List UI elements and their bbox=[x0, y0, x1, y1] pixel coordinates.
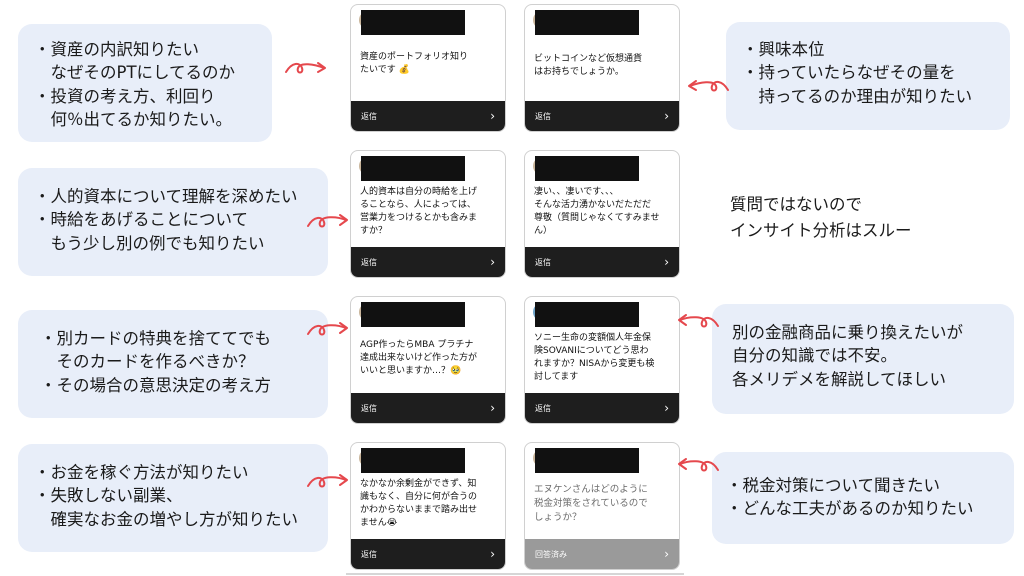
insight-note-7: ・お金を稼ぐ方法が知りたい ・失敗しない副業、 確実なお金の増やし方が知りたい bbox=[18, 444, 328, 552]
chevron-right-icon: › bbox=[664, 401, 669, 415]
insight-note-6: 別の金融商品に乗り換えたいが 自分の知識では不安。 各メリデメを解説してほしい bbox=[712, 304, 1014, 414]
note-line: なぜそのPTにしてるのか bbox=[34, 63, 236, 83]
reply-label: 返信 bbox=[361, 403, 377, 413]
curly-arrow-icon bbox=[678, 314, 719, 328]
question-text: AGP作ったらMBA プラチナ 達成出来ないけど作った方が いいと思いますか…？… bbox=[360, 340, 478, 377]
chevron-right-icon: › bbox=[490, 109, 495, 123]
reply-button[interactable]: 返信 › bbox=[351, 101, 505, 131]
chevron-right-icon: › bbox=[490, 255, 495, 269]
chevron-right-icon: › bbox=[664, 109, 669, 123]
note-line: ・その場合の意思決定の考え方 bbox=[40, 375, 271, 395]
note-line: インサイト分析はスルー bbox=[730, 220, 912, 240]
note-line: 何％出てるか知りたい。 bbox=[34, 110, 233, 130]
question-card-6: ソニー生命の変額個人年金保 険SOVANIについてどう思わ れますか？NISAか… bbox=[524, 296, 680, 424]
insight-note-4: 質問ではないので インサイト分析はスルー bbox=[730, 192, 912, 243]
reply-label: 返信 bbox=[361, 549, 377, 559]
note-line: ・人的資本について理解を深めたい bbox=[34, 187, 298, 206]
curly-arrow-icon bbox=[285, 62, 326, 74]
chevron-right-icon: › bbox=[490, 547, 495, 561]
question-text: 資産のポートフォリオ知り たいです 💰 bbox=[360, 52, 469, 76]
reply-label: 返信 bbox=[535, 111, 551, 121]
divider bbox=[346, 573, 684, 575]
chevron-right-icon: › bbox=[664, 255, 669, 269]
question-card-4: 凄い、、凄いです、、、 そんな活力湧かないだただだ 尊敬（質問じゃなくてすみませ… bbox=[524, 150, 680, 278]
insight-note-1: ・資産の内訳知りたい なぜそのPTにしてるのか ・投資の考え方、利回り 何％出て… bbox=[18, 24, 272, 142]
question-card-3: 人的資本は自分の時給を上げ ることなら、人によっては、 営業力をつけるとかも含み… bbox=[350, 150, 506, 278]
curly-arrow-icon bbox=[307, 322, 348, 336]
note-line: ・どんな工夫があるのか知りたい bbox=[726, 499, 974, 519]
insight-note-5: ・別カードの特典を捨ててでも そのカードを作るべきか？ ・その場合の意思決定の考… bbox=[18, 310, 328, 418]
question-card-1: 資産のポートフォリオ知り たいです 💰 返信 › bbox=[350, 4, 506, 132]
note-line: 自分の知識では不安。 bbox=[732, 346, 897, 366]
curly-arrow-icon bbox=[307, 214, 348, 228]
question-text: なかなか余剰金ができず、知 識もなく、自分に何が合うの かわからないままで踏み出… bbox=[360, 479, 478, 529]
chevron-right-icon: › bbox=[490, 401, 495, 415]
note-line: ・時給をあげることについて bbox=[34, 210, 249, 230]
reply-label: 返信 bbox=[535, 403, 551, 413]
redacted-username bbox=[361, 302, 465, 327]
question-text: 人的資本は自分の時給を上げ ることなら、人によっては、 営業力をつけるとかも含み… bbox=[360, 187, 478, 237]
insight-note-2: ・興味本位 ・持っていたらなぜその量を 持ってるのか理由が知りたい bbox=[726, 22, 1010, 130]
question-card-7: なかなか余剰金ができず、知 識もなく、自分に何が合うの かわからないままで踏み出… bbox=[350, 442, 506, 570]
note-line: ・資産の内訳知りたい bbox=[34, 40, 199, 59]
curly-arrow-icon bbox=[678, 458, 719, 472]
redacted-username bbox=[535, 10, 639, 35]
reply-button[interactable]: 返信 › bbox=[525, 247, 679, 277]
note-line: もう少し別の例でも知りたい bbox=[34, 233, 265, 253]
reply-button[interactable]: 返信 › bbox=[351, 393, 505, 423]
redacted-username bbox=[361, 10, 465, 35]
chevron-right-icon: › bbox=[664, 547, 669, 561]
note-line: ・興味本位 bbox=[742, 40, 825, 59]
reply-button[interactable]: 返信 › bbox=[351, 539, 505, 569]
question-text: ビットコインなど仮想通貨 はお持ちでしょうか。 bbox=[534, 54, 643, 78]
curly-arrow-icon bbox=[688, 80, 729, 92]
note-line: 各メリデメを解説してほしい bbox=[732, 369, 947, 389]
reply-label: 返信 bbox=[361, 111, 377, 121]
question-text: エヌケンさんはどのように 税金対策をされているので しょうか？ bbox=[534, 484, 648, 523]
note-line: 確実なお金の増やし方が知りたい bbox=[34, 509, 299, 529]
redacted-username bbox=[361, 448, 465, 473]
note-line: 持ってるのか理由が知りたい bbox=[742, 86, 973, 106]
note-line: ・失敗しない副業、 bbox=[34, 486, 183, 506]
note-line: ・投資の考え方、利回り bbox=[34, 86, 216, 106]
reply-label: 返信 bbox=[535, 257, 551, 267]
question-card-8: エヌケンさんはどのように 税金対策をされているので しょうか？ 回答済み › bbox=[524, 442, 680, 570]
note-line: 別の金融商品に乗り換えたいが bbox=[732, 323, 963, 342]
reply-button[interactable]: 返信 › bbox=[525, 101, 679, 131]
reply-button[interactable]: 返信 › bbox=[351, 247, 505, 277]
redacted-username bbox=[361, 156, 465, 181]
question-card-2: ビットコインなど仮想通貨 はお持ちでしょうか。 返信 › bbox=[524, 4, 680, 132]
curly-arrow-icon bbox=[307, 474, 348, 488]
insight-note-3: ・人的資本について理解を深めたい ・時給をあげることについて もう少し別の例でも… bbox=[18, 168, 328, 276]
note-line: ・持っていたらなぜその量を bbox=[742, 63, 956, 83]
note-line: そのカードを作るべきか？ bbox=[40, 352, 255, 372]
question-text: 凄い、、凄いです、、、 そんな活力湧かないだただだ 尊敬（質問じゃなくてすみませ… bbox=[534, 187, 660, 237]
note-line: ・税金対策について聞きたい bbox=[726, 476, 941, 495]
redacted-username bbox=[535, 302, 639, 327]
question-text: ソニー生命の変額個人年金保 険SOVANIについてどう思わ れますか？NISAか… bbox=[534, 333, 655, 383]
note-line: ・別カードの特典を捨ててでも bbox=[40, 329, 271, 348]
insight-note-8: ・税金対策について聞きたい ・どんな工夫があるのか知りたい bbox=[712, 452, 1014, 544]
reply-button[interactable]: 返信 › bbox=[525, 393, 679, 423]
question-card-5: AGP作ったらMBA プラチナ 達成出来ないけど作った方が いいと思いますか…？… bbox=[350, 296, 506, 424]
note-line: 質問ではないので bbox=[730, 195, 862, 214]
note-line: ・お金を稼ぐ方法が知りたい bbox=[34, 463, 249, 482]
answered-button[interactable]: 回答済み › bbox=[525, 539, 679, 569]
redacted-username bbox=[535, 448, 639, 473]
reply-label: 回答済み bbox=[535, 549, 567, 559]
redacted-username bbox=[535, 156, 639, 181]
reply-label: 返信 bbox=[361, 257, 377, 267]
